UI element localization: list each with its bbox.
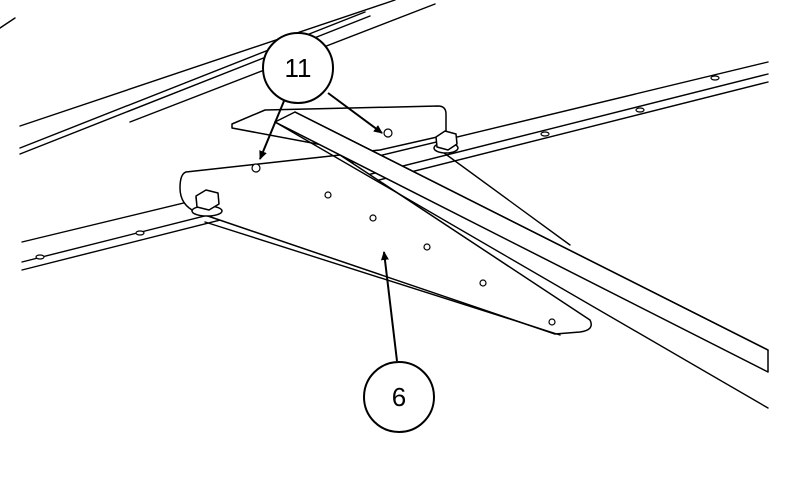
diagonal-brace [274,111,769,409]
leader-11-left [259,100,285,160]
bolt-right [433,130,459,154]
bolt-left [191,189,223,217]
leader-6 [380,251,398,362]
callout-6: 6 [363,251,435,433]
callout-11: 11 [259,32,383,160]
rail-slot-holes [35,75,720,260]
callout-label-11: 11 [285,53,312,83]
plate-holes [251,163,556,326]
callout-label-6: 6 [392,382,406,412]
flange-hole-right [383,128,393,138]
mounting-plate [179,154,592,336]
leader-11-right [327,92,383,134]
